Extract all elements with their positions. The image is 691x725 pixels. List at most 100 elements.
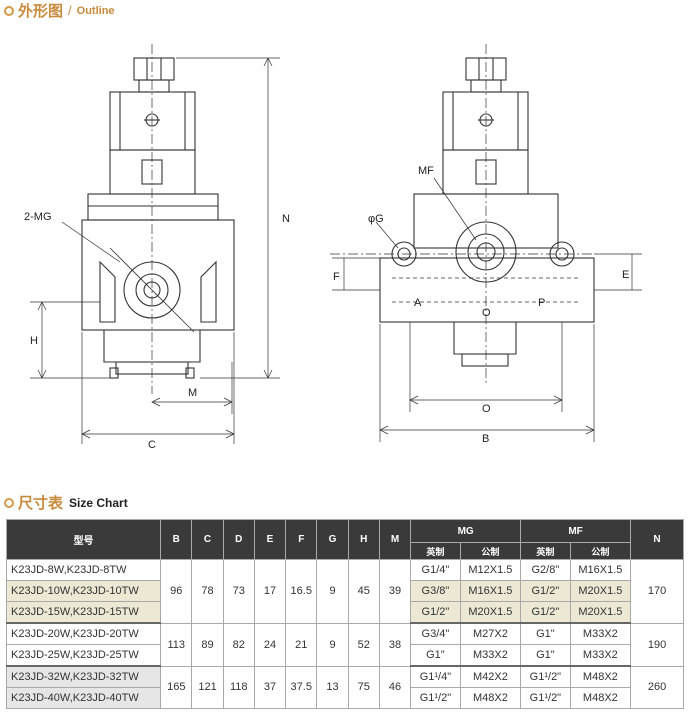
cell-b: 96	[160, 559, 193, 624]
header-model: 型号	[5, 519, 162, 560]
cell-mg-inch: G1/2"	[410, 601, 461, 624]
cell-f: 21	[285, 622, 318, 667]
size-title-cn: 尺寸表	[18, 495, 64, 512]
cell-c: 78	[191, 559, 224, 624]
label-h: H	[30, 335, 38, 347]
cell-g: 13	[316, 665, 349, 709]
table-row: K23JD-25W,K23JD-25TW G1" M33X2 G1" M33X2	[5, 644, 684, 667]
cell-e: 17	[253, 559, 287, 624]
cell-mg-inch: G3/8"	[410, 580, 461, 602]
cell-c: 121	[191, 665, 224, 709]
table-row: K23JD-32W,K23JD-32TW 165 121 118 37 37.5…	[5, 665, 684, 709]
cell-model: K23JD-25W,K23JD-25TW	[5, 644, 162, 667]
cell-n: 170	[630, 559, 684, 624]
cell-mf-metric: M16X1.5	[569, 559, 632, 581]
cell-n: 260	[630, 665, 684, 709]
cell-b: 165	[160, 665, 193, 709]
cell-g: 9	[316, 559, 349, 624]
size-chart-table: 型号 B C D E F G H M MG MF N 英制 公制 英制 公制 K…	[5, 519, 684, 709]
cell-mf-metric: M33X2	[569, 622, 632, 645]
outline-title-en: Outline	[76, 4, 115, 17]
cell-mf-metric: M48X2	[569, 687, 632, 709]
header-f: F	[285, 519, 318, 560]
cell-mf-inch: G2/8"	[520, 559, 571, 581]
cell-mg-metric: M33X2	[459, 644, 522, 667]
label-phi-g: φG	[368, 213, 384, 225]
cell-mg-metric: M48X2	[459, 687, 522, 709]
cell-m: 39	[378, 559, 412, 624]
header-mf: MF	[520, 519, 632, 543]
table-row: K23JD-15W,K23JD-15TW G1/2" M20X1.5 G1/2"…	[5, 601, 684, 624]
label-2-mg: 2-MG	[24, 211, 52, 223]
cell-d: 73	[222, 559, 255, 624]
cell-b: 113	[160, 622, 193, 667]
cell-mf-inch: G1"	[520, 644, 571, 667]
size-section-title: 尺寸表 Size Chart	[4, 492, 128, 513]
side-view	[330, 44, 642, 442]
header-mf-metric: 公制	[569, 542, 632, 560]
cell-d: 82	[222, 622, 255, 667]
cell-mg-inch: G1¹/2"	[410, 687, 461, 709]
cell-m: 46	[378, 665, 412, 709]
cell-mf-metric: M20X1.5	[569, 580, 632, 602]
label-e: E	[622, 269, 629, 281]
header-n: N	[630, 519, 684, 560]
cell-mf-inch: G1¹/2"	[520, 687, 571, 709]
cell-h: 45	[347, 559, 380, 624]
cell-f: 16.5	[285, 559, 318, 624]
cell-model: K23JD-20W,K23JD-20TW	[5, 622, 162, 645]
cell-mf-metric: M48X2	[569, 665, 632, 688]
outline-title-separator: /	[68, 3, 72, 18]
header-h: H	[347, 519, 380, 560]
cell-mf-metric: M20X1.5	[569, 601, 632, 624]
cell-g: 9	[316, 622, 349, 667]
cell-m: 38	[378, 622, 412, 667]
cell-mf-metric: M33X2	[569, 644, 632, 667]
table-row: K23JD-10W,K23JD-10TW G3/8" M16X1.5 G1/2"…	[5, 580, 684, 602]
cell-model: K23JD-8W,K23JD-8TW	[5, 559, 162, 581]
header-mg-inch: 英制	[410, 542, 461, 560]
cell-mf-inch: G1/2"	[520, 580, 571, 602]
header-b: B	[160, 519, 193, 560]
cell-e: 24	[253, 622, 287, 667]
cell-n: 190	[630, 622, 684, 667]
cell-mf-inch: G1"	[520, 622, 571, 645]
label-a: A	[414, 297, 422, 309]
outline-section-title: 外形图 / Outline	[4, 0, 115, 21]
label-b: B	[482, 433, 489, 445]
cell-mg-inch: G1¹/4"	[410, 665, 461, 688]
header-e: E	[253, 519, 287, 560]
cell-mg-metric: M16X1.5	[459, 580, 522, 602]
table-row: K23JD-8W,K23JD-8TW 96 78 73 17 16.5 9 45…	[5, 559, 684, 624]
cell-c: 89	[191, 622, 224, 667]
cell-mf-inch: G1/2"	[520, 601, 571, 624]
cell-mg-inch: G1/4"	[410, 559, 461, 581]
front-view	[30, 44, 280, 444]
label-n: N	[282, 213, 290, 225]
cell-model: K23JD-32W,K23JD-32TW	[5, 665, 162, 688]
header-mg: MG	[410, 519, 522, 543]
header-c: C	[191, 519, 224, 560]
cell-mf-inch: G1¹/2"	[520, 665, 571, 688]
label-p: P	[538, 297, 545, 309]
cell-model: K23JD-10W,K23JD-10TW	[5, 580, 162, 602]
outline-title-cn: 外形图	[18, 3, 64, 20]
cell-mg-metric: M27X2	[459, 622, 522, 645]
cell-f: 37.5	[285, 665, 318, 709]
cell-e: 37	[253, 665, 287, 709]
label-mf: MF	[418, 165, 434, 177]
cell-h: 75	[347, 665, 380, 709]
cell-model: K23JD-15W,K23JD-15TW	[5, 601, 162, 624]
size-title-en: Size Chart	[69, 495, 128, 510]
cell-h: 52	[347, 622, 380, 667]
bullet-circle-icon	[4, 5, 14, 16]
cell-d: 118	[222, 665, 255, 709]
bullet-circle-icon	[4, 497, 14, 508]
label-o-port: O	[482, 307, 491, 319]
header-d: D	[222, 519, 255, 560]
header-m: M	[378, 519, 412, 560]
label-m: M	[188, 387, 197, 399]
header-mg-metric: 公制	[459, 542, 522, 560]
cell-mg-metric: M12X1.5	[459, 559, 522, 581]
cell-model: K23JD-40W,K23JD-40TW	[5, 687, 162, 709]
